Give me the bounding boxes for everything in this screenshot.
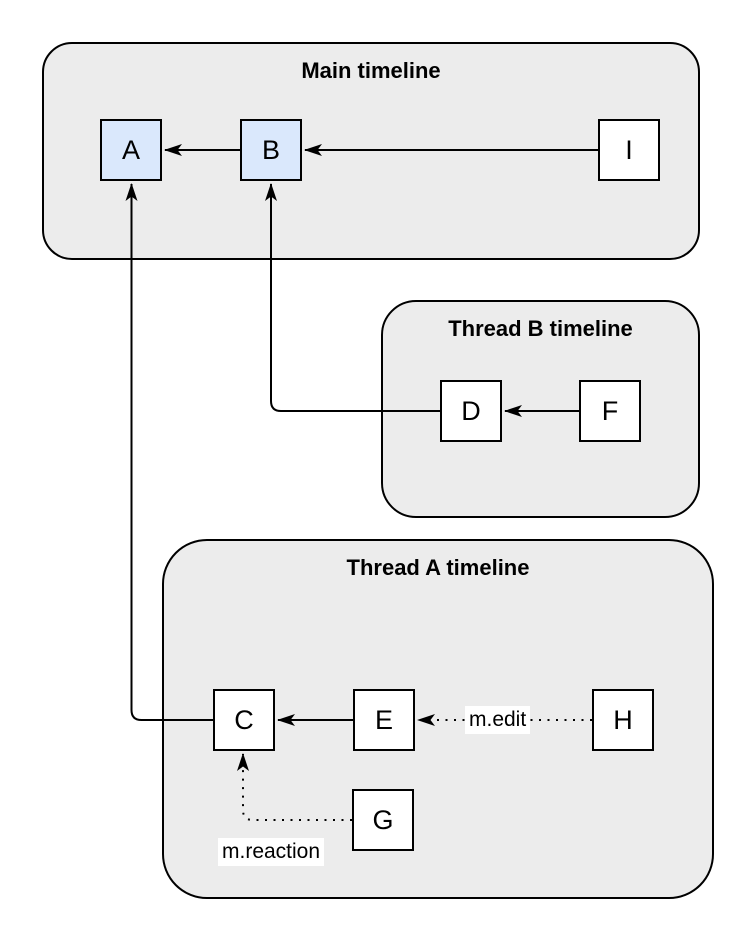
node-i: I	[598, 119, 660, 181]
node-a: A	[100, 119, 162, 181]
node-f: F	[579, 380, 641, 442]
container-thread-b-timeline: Thread B timeline	[381, 300, 700, 518]
node-d: D	[440, 380, 502, 442]
node-c: C	[213, 689, 275, 751]
thread-b-timeline-title: Thread B timeline	[448, 316, 633, 341]
node-h: H	[592, 689, 654, 751]
thread-a-timeline-title: Thread A timeline	[346, 555, 530, 580]
edge-label-m-reaction: m.reaction	[218, 838, 325, 866]
main-timeline-title: Main timeline	[301, 58, 441, 83]
node-g: G	[352, 789, 414, 851]
edge-label-m-edit: m.edit	[465, 706, 531, 734]
node-e: E	[353, 689, 415, 751]
node-b: B	[240, 119, 302, 181]
